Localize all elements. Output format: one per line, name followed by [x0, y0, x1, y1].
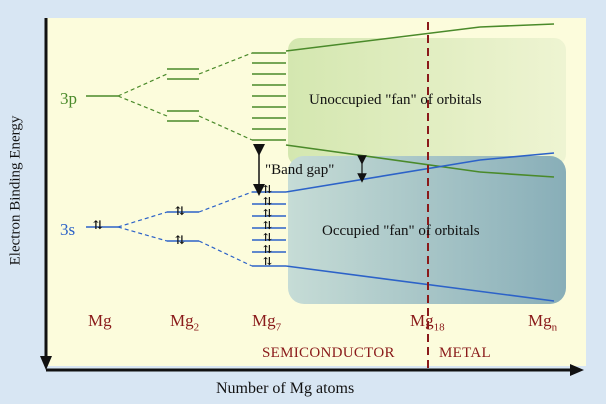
- band-edge: [285, 159, 481, 193]
- x-axis-arrowhead: [570, 364, 584, 376]
- electron-pair: ⇅: [263, 256, 273, 268]
- electron-pair: ⇅: [93, 218, 104, 232]
- electron-pair: ⇅: [263, 220, 273, 232]
- band-edge: [285, 265, 555, 302]
- band-gap-label: "Band gap": [265, 162, 335, 178]
- level-connector: [198, 191, 253, 213]
- electron-pair: ⇅: [175, 204, 186, 218]
- electron-pair: ⇅: [175, 233, 186, 247]
- occupied-fan-label: Occupied "fan" of orbitals: [322, 223, 480, 239]
- electron-pair: ⇅: [263, 184, 273, 196]
- level-connector: [198, 115, 253, 141]
- column-label-mg2: Mg2: [170, 311, 200, 334]
- level-connector: [117, 73, 168, 97]
- band-edge: [479, 23, 555, 28]
- level-connector: [117, 211, 168, 228]
- 3p-energy-levels: [86, 23, 555, 178]
- band-edge: [285, 26, 481, 52]
- semiconductor-label: SEMICONDUCTOR: [262, 345, 395, 361]
- band-edge: [479, 171, 555, 178]
- metal-label: METAL: [439, 345, 491, 361]
- electron-pair: ⇅: [263, 232, 273, 244]
- column-label-mg: Mg: [88, 311, 112, 330]
- y-axis-label: Electron Binding Energy: [7, 115, 24, 266]
- orbital-3s-label: 3s: [60, 220, 76, 239]
- level-connector: [198, 52, 253, 75]
- band-edge: [285, 144, 481, 173]
- column-label-mg18: Mg18: [410, 311, 445, 334]
- band-edge: [479, 152, 555, 161]
- electron-pair: ⇅: [263, 208, 273, 220]
- unoccupied-fan-label: Unoccupied "fan" of orbitals: [309, 92, 482, 108]
- orbital-3p-label: 3p: [60, 89, 77, 108]
- x-axis-label: Number of Mg atoms: [216, 380, 355, 397]
- level-connector: [198, 240, 253, 267]
- y-axis-arrowhead: [40, 356, 52, 370]
- column-label-mg7: Mg7: [252, 311, 282, 334]
- electron-pair: ⇅: [263, 196, 273, 208]
- level-connector: [117, 95, 168, 117]
- level-connector: [117, 226, 168, 242]
- column-label-mgn: Mgn: [528, 311, 558, 334]
- electron-pair: ⇅: [263, 244, 273, 256]
